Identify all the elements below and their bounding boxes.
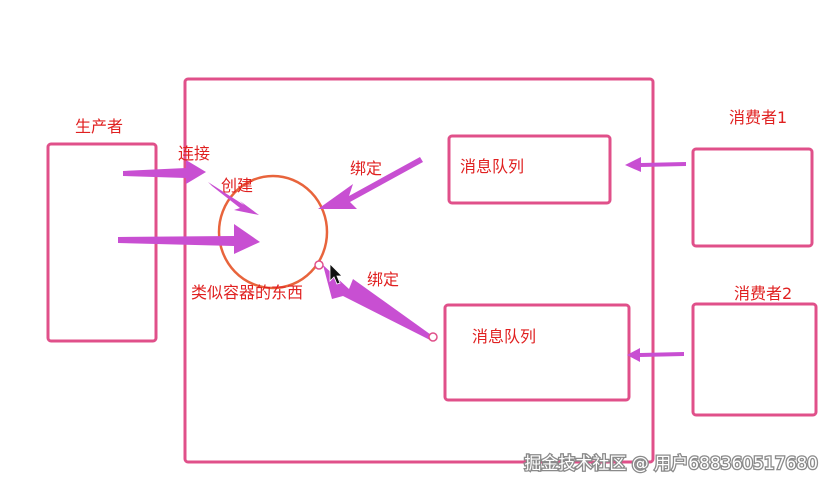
queue-2-box bbox=[443, 303, 631, 402]
arrow-consumer-2-to-queue-2 bbox=[627, 348, 684, 362]
bind-1-label: 绑定 bbox=[350, 159, 382, 178]
arrow-create bbox=[208, 182, 259, 215]
arrow-bind-2 bbox=[323, 265, 434, 340]
queue-1-label: 消息队列 bbox=[460, 157, 524, 176]
queue-1-box bbox=[447, 134, 612, 205]
arrow-connect bbox=[123, 160, 206, 184]
consumer-2-box bbox=[691, 302, 818, 417]
producer-label: 生产者 bbox=[75, 117, 123, 136]
exchange-ellipse bbox=[217, 174, 329, 290]
consumer-1-label: 消费者1 bbox=[729, 108, 787, 127]
queue-2-label: 消息队列 bbox=[472, 327, 536, 346]
consumer-2-label: 消费者2 bbox=[734, 284, 792, 303]
arrow-bind-1 bbox=[318, 157, 423, 209]
watermark-text: 掘金技术社区 @ 用户688360517680 bbox=[524, 454, 818, 474]
arrow-consumer-1-to-queue-1 bbox=[625, 157, 686, 172]
connect-label: 连接 bbox=[178, 144, 210, 163]
create-label: 创建 bbox=[221, 176, 253, 195]
bind-2-arrow-tail-point bbox=[428, 332, 438, 342]
server-container-box bbox=[183, 77, 655, 464]
mouse-pointer-icon bbox=[329, 263, 343, 285]
arrow-producer-to-exchange bbox=[118, 224, 260, 254]
bind-2-label: 绑定 bbox=[367, 270, 399, 289]
binding-point bbox=[314, 260, 324, 270]
consumer-1-box bbox=[691, 147, 814, 248]
container-like-label: 类似容器的东西 bbox=[191, 283, 303, 302]
